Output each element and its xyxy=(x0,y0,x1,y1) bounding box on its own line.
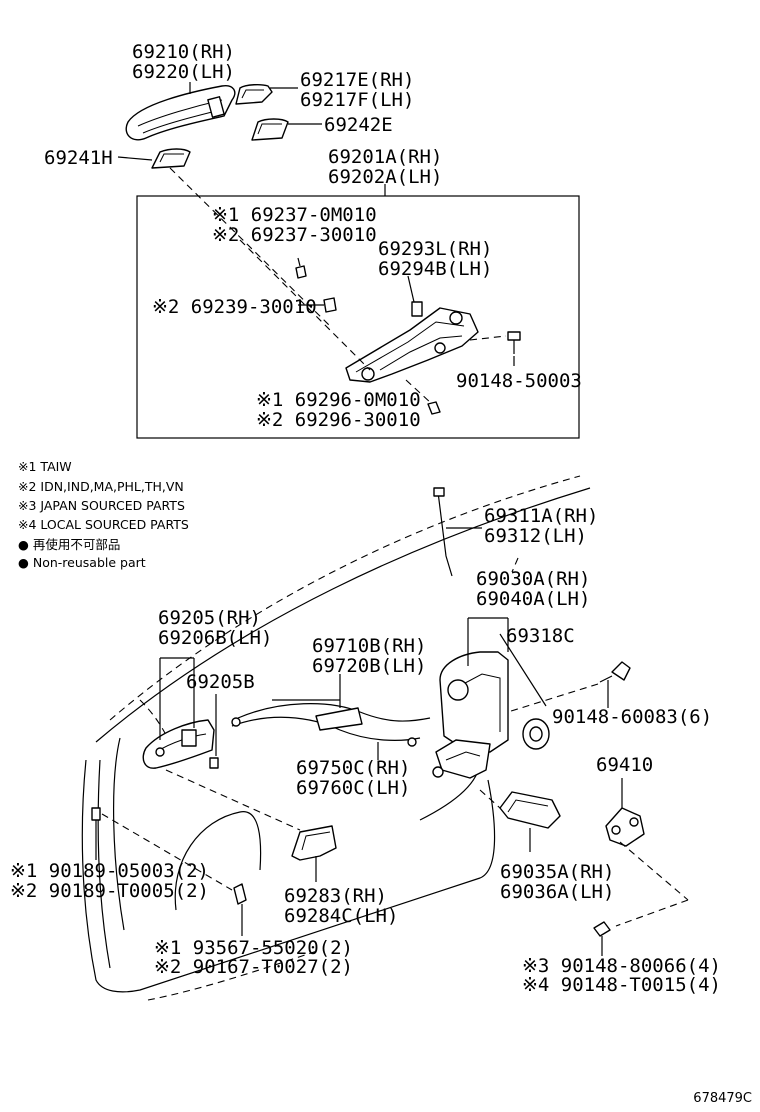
lock-seal-part xyxy=(522,718,550,750)
handle-cap-part xyxy=(235,83,273,105)
pad-small-part-2 xyxy=(323,297,337,313)
label-90167-t0027: ※2 90167-T0027(2) xyxy=(154,956,353,978)
label-69205b: 69205B xyxy=(186,671,255,693)
label-69030a: 69030A(RH) xyxy=(476,568,590,590)
label-69205: 69205(RH) xyxy=(158,607,261,629)
leader-line xyxy=(499,633,547,707)
label-90189-t0005: ※2 90189-T0005(2) xyxy=(10,880,209,902)
striker-screw-part xyxy=(593,921,611,956)
label-90148-80066: ※3 90148-80066(4) xyxy=(522,955,721,977)
legend-note-6: ● Non-reusable part xyxy=(18,555,146,570)
lock-screw-part xyxy=(599,661,631,683)
inside-handle-part xyxy=(142,719,215,769)
handle-pad-lower-part xyxy=(151,148,191,169)
dashed-assembly-line xyxy=(405,379,433,405)
label-69750c: 69750C(RH) xyxy=(296,757,410,779)
label-69410: 69410 xyxy=(596,754,653,776)
label-90189-05003: ※1 90189-05003(2) xyxy=(10,860,209,882)
label-69237-0m010: ※1 69237-0M010 xyxy=(212,204,377,226)
label-69036a: 69036A(LH) xyxy=(500,881,614,903)
lock-cable-part xyxy=(231,703,431,747)
label-93567-55020: ※1 93567-55020(2) xyxy=(154,937,353,959)
dashed-assembly-line xyxy=(101,813,233,891)
leader-line xyxy=(407,275,415,303)
door-striker-part xyxy=(605,807,645,847)
dashed-assembly-line xyxy=(615,899,689,927)
label-90148-60083: 90148-60083(6) xyxy=(552,706,712,728)
pad-small-part xyxy=(295,265,307,279)
legend-note-3: ※3 JAPAN SOURCED PARTS xyxy=(18,498,185,513)
label-69206b: 69206B(LH) xyxy=(158,627,272,649)
label-69040a: 69040A(LH) xyxy=(476,588,590,610)
dashed-assembly-line xyxy=(511,557,519,573)
label-69283: 69283(RH) xyxy=(284,885,387,907)
legend-note-2: ※2 IDN,IND,MA,PHL,TH,VN xyxy=(18,479,184,494)
handle-pad-part xyxy=(251,118,289,141)
label-90148-t0015: ※4 90148-T0015(4) xyxy=(522,974,721,996)
door-outline xyxy=(81,475,591,1001)
label-69217f: 69217F(LH) xyxy=(300,89,414,111)
dashed-assembly-line xyxy=(479,789,501,809)
label-69318c: 69318C xyxy=(506,625,575,647)
bolt-part xyxy=(427,401,441,415)
leader-line xyxy=(297,257,301,267)
dashed-assembly-line xyxy=(169,167,331,327)
legend-note-1: ※1 TAIW xyxy=(18,459,72,474)
label-69237-30010: ※2 69237-30010 xyxy=(212,224,377,246)
label-69760c: 69760C(LH) xyxy=(296,777,410,799)
label-69312: 69312(LH) xyxy=(484,525,587,547)
label-69710b: 69710B(RH) xyxy=(312,635,426,657)
label-69241h: 69241H xyxy=(44,147,113,169)
label-69242e: 69242E xyxy=(324,114,393,136)
label-69035a: 69035A(RH) xyxy=(500,861,614,883)
legend-note-4: ※4 LOCAL SOURCED PARTS xyxy=(18,517,189,532)
outside-handle-part xyxy=(125,85,236,141)
label-69239-30010: ※2 69239-30010 xyxy=(152,296,317,318)
dashed-assembly-line xyxy=(165,769,301,831)
label-69293l: 69293L(RH) xyxy=(378,238,492,260)
dashed-assembly-line xyxy=(507,683,599,713)
legend-note-5: ● 再使用不可部品 xyxy=(18,537,120,552)
screw-part xyxy=(507,331,521,354)
handle-cover-part xyxy=(291,825,337,861)
label-69217e: 69217E(RH) xyxy=(300,69,414,91)
label-90148-50003: 90148-50003 xyxy=(456,370,582,392)
leader-line xyxy=(117,156,153,161)
door-lock-part xyxy=(432,651,509,779)
label-69202a: 69202A(LH) xyxy=(328,166,442,188)
dashed-assembly-line xyxy=(239,239,371,371)
lock-rod-part xyxy=(433,487,453,577)
dashed-assembly-line xyxy=(469,335,507,341)
label-69294b: 69294B(LH) xyxy=(378,258,492,280)
frame-assembly-box xyxy=(136,195,580,439)
label-69720b: 69720B(LH) xyxy=(312,655,426,677)
lock-link-part xyxy=(499,791,561,829)
figure-id: 678479C xyxy=(693,1091,752,1106)
handle-frame-part xyxy=(345,301,479,383)
dashed-assembly-line xyxy=(619,841,689,901)
inside-handle-screw-part xyxy=(209,757,219,769)
trim-screw-part xyxy=(233,883,247,905)
label-69296-30010: ※2 69296-30010 xyxy=(256,409,421,431)
label-69210: 69210(RH) xyxy=(132,41,235,63)
label-69311a: 69311A(RH) xyxy=(484,505,598,527)
label-69296-0m010: ※1 69296-0M010 xyxy=(256,389,421,411)
label-69201a: 69201A(RH) xyxy=(328,146,442,168)
clip-part xyxy=(91,807,101,821)
label-69284c: 69284C(LH) xyxy=(284,905,398,927)
label-69220: 69220(LH) xyxy=(132,61,235,83)
